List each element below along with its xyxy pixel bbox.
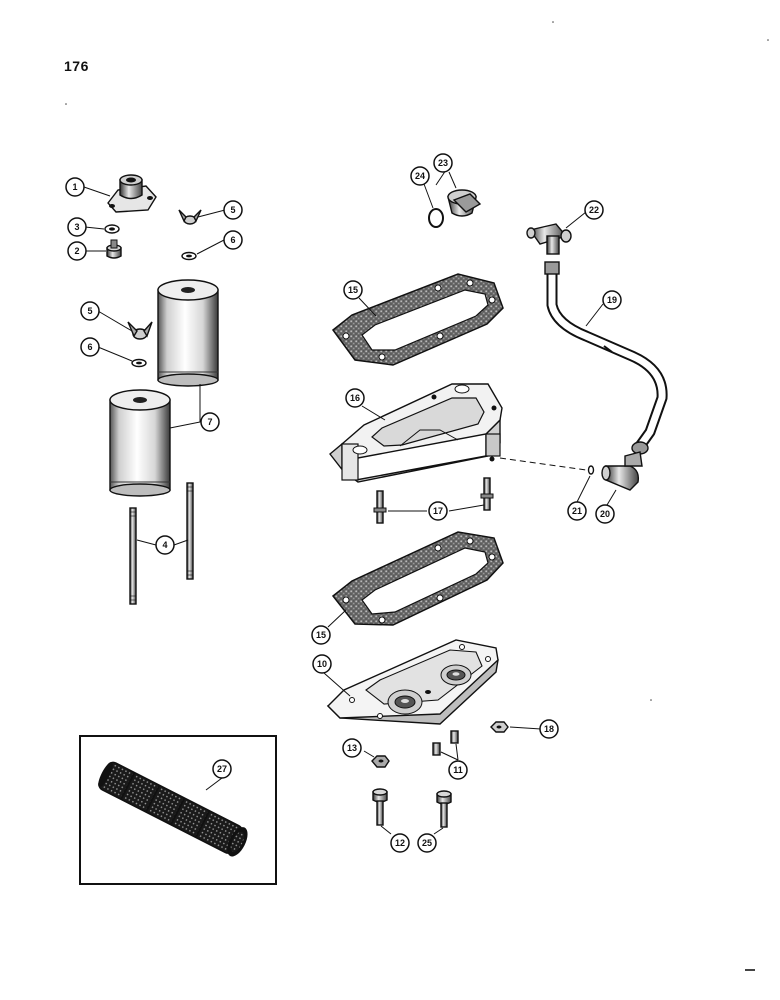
- svg-text:13: 13: [347, 743, 357, 753]
- callout-11: 11: [448, 760, 468, 780]
- svg-text:24: 24: [415, 171, 425, 181]
- svg-text:5: 5: [230, 205, 235, 215]
- svg-text:23: 23: [438, 158, 448, 168]
- svg-text:12: 12: [395, 838, 405, 848]
- callout-6-lower: 6: [80, 337, 100, 357]
- filter-element-upper-part: [157, 279, 219, 387]
- leader-lines: [83, 169, 617, 835]
- callout-7: 7: [200, 412, 220, 432]
- short-stud-part: [373, 477, 494, 524]
- svg-text:19: 19: [607, 295, 617, 305]
- callout-10: 10: [312, 654, 332, 674]
- svg-text:18: 18: [544, 724, 554, 734]
- svg-text:6: 6: [230, 235, 235, 245]
- callout-12: 12: [390, 833, 410, 853]
- gasket-lower-part: [331, 531, 504, 626]
- callout-13: 13: [342, 738, 362, 758]
- base-plate-part: [326, 639, 499, 725]
- callout-6-upper: 6: [223, 230, 243, 250]
- callout-17: 17: [428, 501, 448, 521]
- callout-21: 21: [567, 501, 587, 521]
- filter-head-flange-part: [107, 174, 157, 213]
- svg-text:21: 21: [572, 506, 582, 516]
- svg-text:15: 15: [316, 630, 326, 640]
- svg-text:25: 25: [422, 838, 432, 848]
- set-screw-part: [432, 730, 459, 756]
- callout-22: 22: [584, 200, 604, 220]
- svg-text:11: 11: [453, 765, 463, 775]
- wing-nut-upper-part: [178, 209, 202, 225]
- callout-3: 3: [67, 217, 87, 237]
- svg-text:15: 15: [348, 285, 358, 295]
- svg-text:5: 5: [87, 306, 92, 316]
- gasket-upper-part: [331, 273, 504, 366]
- spacer-plate-part: [329, 383, 503, 483]
- callout-16: 16: [345, 388, 365, 408]
- callout-24: 24: [410, 166, 430, 186]
- svg-text:27: 27: [217, 764, 227, 774]
- filter-element-lower-part: [109, 389, 171, 497]
- svg-text:20: 20: [600, 509, 610, 519]
- svg-text:6: 6: [87, 342, 92, 352]
- svg-text:4: 4: [162, 540, 167, 550]
- callout-1: 1: [65, 177, 85, 197]
- svg-text:2: 2: [74, 246, 79, 256]
- washer-lower-part: [131, 358, 147, 368]
- fuel-pipe-part: [544, 261, 668, 455]
- bolt-12-part: [372, 788, 388, 826]
- pipe-plug-part: [447, 189, 482, 217]
- strainer-screen-part: [98, 761, 248, 857]
- callout-15-lower: 15: [311, 625, 331, 645]
- svg-text:1: 1: [72, 182, 77, 192]
- wing-nut-lower-part: [127, 321, 153, 340]
- tee-fitting-part: [526, 223, 572, 255]
- elbow-fitting-part: [601, 451, 643, 491]
- callout-27: 27: [212, 759, 232, 779]
- callout-5-upper: 5: [223, 200, 243, 220]
- stud-rods-part: [129, 482, 194, 605]
- lock-nut-part: [371, 755, 390, 768]
- callout-23: 23: [433, 153, 453, 173]
- svg-text:16: 16: [350, 393, 360, 403]
- lock-washer-part: [104, 224, 120, 234]
- cap-screw-part: [106, 239, 122, 259]
- callout-20: 20: [595, 504, 615, 524]
- page-number: 176: [64, 58, 89, 74]
- callout-2: 2: [67, 241, 87, 261]
- callout-4: 4: [155, 535, 175, 555]
- callout-5-lower: 5: [80, 301, 100, 321]
- callout-18: 18: [539, 719, 559, 739]
- svg-text:3: 3: [74, 222, 79, 232]
- callout-25: 25: [417, 833, 437, 853]
- svg-text:7: 7: [207, 417, 212, 427]
- bolt-25-part: [436, 790, 452, 828]
- callout-19: 19: [602, 290, 622, 310]
- hex-nut-part: [490, 721, 509, 733]
- washer-upper-part: [181, 251, 197, 261]
- svg-text:17: 17: [433, 506, 443, 516]
- svg-text:22: 22: [589, 205, 599, 215]
- o-ring-part: [428, 208, 444, 228]
- scan-specks: [65, 21, 769, 971]
- callout-15-upper: 15: [343, 280, 363, 300]
- strainer-inset-panel: [79, 735, 277, 885]
- svg-text:10: 10: [317, 659, 327, 669]
- small-o-ring-part: [587, 465, 595, 475]
